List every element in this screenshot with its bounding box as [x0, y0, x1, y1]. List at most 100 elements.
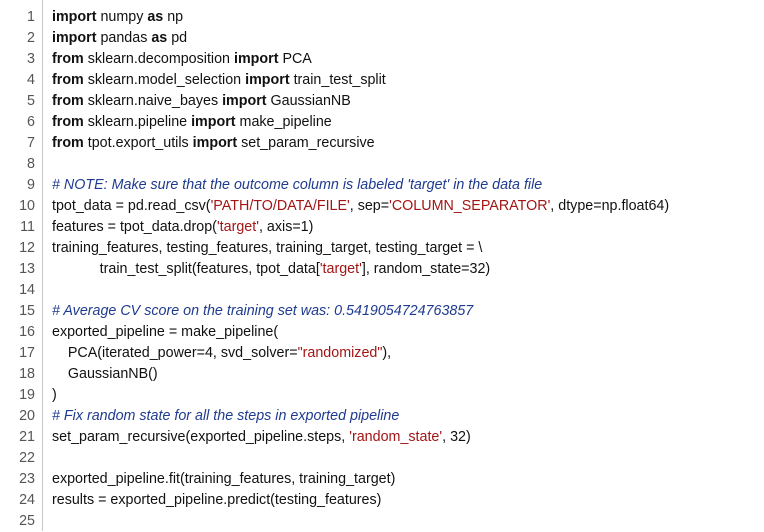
code-token: PCA(iterated_power=4, svd_solver=	[52, 345, 298, 361]
line-number: 8	[27, 156, 35, 172]
code-token: tpot.export_utils	[83, 135, 193, 151]
code-text: exported_pipeline = make_pipeline(	[52, 322, 278, 343]
line-number: 21	[19, 429, 35, 445]
code-token: np	[163, 9, 184, 25]
keyword-token: import	[222, 93, 267, 109]
keyword-token: import	[52, 9, 97, 25]
comment-token: # Fix random state for all the steps in …	[52, 408, 400, 424]
line-number: 25	[19, 513, 35, 529]
code-token: set_param_recursive	[237, 135, 375, 151]
code-token: PCA	[278, 51, 312, 67]
code-text: from sklearn.pipeline import make_pipeli…	[52, 112, 332, 133]
line-number: 24	[19, 492, 35, 508]
code-text: from sklearn.decomposition import PCA	[52, 49, 312, 70]
code-text: # Average CV score on the training set w…	[52, 301, 473, 322]
string-token: 'PATH/TO/DATA/FILE'	[210, 198, 350, 214]
code-token: sklearn.naive_bayes	[83, 93, 223, 109]
keyword-token: import	[191, 114, 236, 130]
line-number: 6	[27, 114, 35, 130]
code-text: tpot_data = pd.read_csv('PATH/TO/DATA/FI…	[52, 196, 669, 217]
keyword-token: from	[52, 51, 84, 67]
line-number: 9	[27, 177, 35, 193]
keyword-token: from	[52, 72, 84, 88]
line-number: 7	[27, 135, 35, 151]
code-token: GaussianNB	[266, 93, 351, 109]
code-text: import numpy as np	[52, 7, 183, 28]
code-token: , dtype=np.float64)	[550, 198, 670, 214]
keyword-token: from	[52, 93, 84, 109]
code-token: sklearn.pipeline	[83, 114, 192, 130]
string-token: 'COLUMN_SEPARATOR'	[389, 198, 551, 214]
code-text: train_test_split(features, tpot_data['ta…	[52, 259, 491, 280]
line-number: 23	[19, 471, 35, 487]
code-token: numpy	[96, 9, 148, 25]
code-token: features = tpot_data.drop(	[52, 219, 217, 235]
code-text: features = tpot_data.drop('target', axis…	[52, 217, 313, 238]
comment-token: # Average CV score on the training set w…	[52, 303, 474, 319]
code-token: exported_pipeline.fit(training_features,…	[52, 471, 396, 487]
line-number: 22	[19, 450, 35, 466]
code-token: pd	[167, 30, 188, 46]
code-text: from sklearn.model_selection import trai…	[52, 70, 386, 91]
code-token: )	[52, 387, 57, 403]
line-number: 14	[19, 282, 35, 298]
line-number: 19	[19, 387, 35, 403]
string-token: 'random_state'	[349, 429, 443, 445]
code-token: sklearn.model_selection	[83, 72, 246, 88]
line-number: 10	[19, 198, 35, 214]
code-token: ], random_state=32)	[361, 261, 491, 277]
keyword-token: from	[52, 135, 84, 151]
code-text: from tpot.export_utils import set_param_…	[52, 133, 375, 154]
keyword-token: as	[147, 9, 164, 25]
code-token: training_features, testing_features, tra…	[52, 240, 483, 256]
code-text: training_features, testing_features, tra…	[52, 238, 482, 259]
code-text: set_param_recursive(exported_pipeline.st…	[52, 427, 471, 448]
keyword-token: import	[245, 72, 290, 88]
code-text: # Fix random state for all the steps in …	[52, 406, 399, 427]
line-number: 5	[27, 93, 35, 109]
code-token: results = exported_pipeline.predict(test…	[52, 492, 382, 508]
code-text: results = exported_pipeline.predict(test…	[52, 490, 381, 511]
line-number: 11	[20, 219, 35, 235]
gutter-divider	[42, 0, 43, 531]
string-token: 'target'	[216, 219, 259, 235]
line-number: 4	[27, 72, 35, 88]
code-token: tpot_data = pd.read_csv(	[52, 198, 211, 214]
line-number-gutter	[0, 0, 42, 531]
code-token: GaussianNB()	[52, 366, 158, 382]
code-token: set_param_recursive(exported_pipeline.st…	[52, 429, 350, 445]
string-token: "randomized"	[297, 345, 383, 361]
comment-token: # NOTE: Make sure that the outcome colum…	[52, 177, 543, 193]
code-token: , sep=	[349, 198, 390, 214]
keyword-token: from	[52, 114, 84, 130]
code-token: ),	[382, 345, 392, 361]
line-number: 1	[27, 9, 35, 25]
line-number: 12	[19, 240, 35, 256]
code-token: train_test_split(features, tpot_data[	[52, 261, 320, 277]
keyword-token: import	[192, 135, 238, 151]
code-text: import pandas as pd	[52, 28, 187, 49]
code-text: PCA(iterated_power=4, svd_solver="random…	[52, 343, 391, 364]
line-number: 3	[27, 51, 35, 67]
line-number: 20	[19, 408, 35, 424]
code-token: , axis=1)	[258, 219, 314, 235]
code-token: sklearn.decomposition	[83, 51, 234, 67]
line-number: 18	[19, 366, 35, 382]
line-number: 2	[27, 30, 35, 46]
code-text: )	[52, 385, 57, 406]
keyword-token: as	[151, 30, 168, 46]
line-number: 13	[19, 261, 35, 277]
line-number: 15	[19, 303, 35, 319]
code-text: GaussianNB()	[52, 364, 158, 385]
code-token: exported_pipeline = make_pipeline(	[52, 324, 279, 340]
code-text: exported_pipeline.fit(training_features,…	[52, 469, 395, 490]
keyword-token: import	[52, 30, 97, 46]
string-token: 'target'	[319, 261, 362, 277]
code-token: pandas	[96, 30, 152, 46]
line-number: 16	[19, 324, 35, 340]
keyword-token: import	[233, 51, 279, 67]
code-token: , 32)	[442, 429, 471, 445]
line-number: 17	[19, 345, 35, 361]
code-token: make_pipeline	[235, 114, 332, 130]
